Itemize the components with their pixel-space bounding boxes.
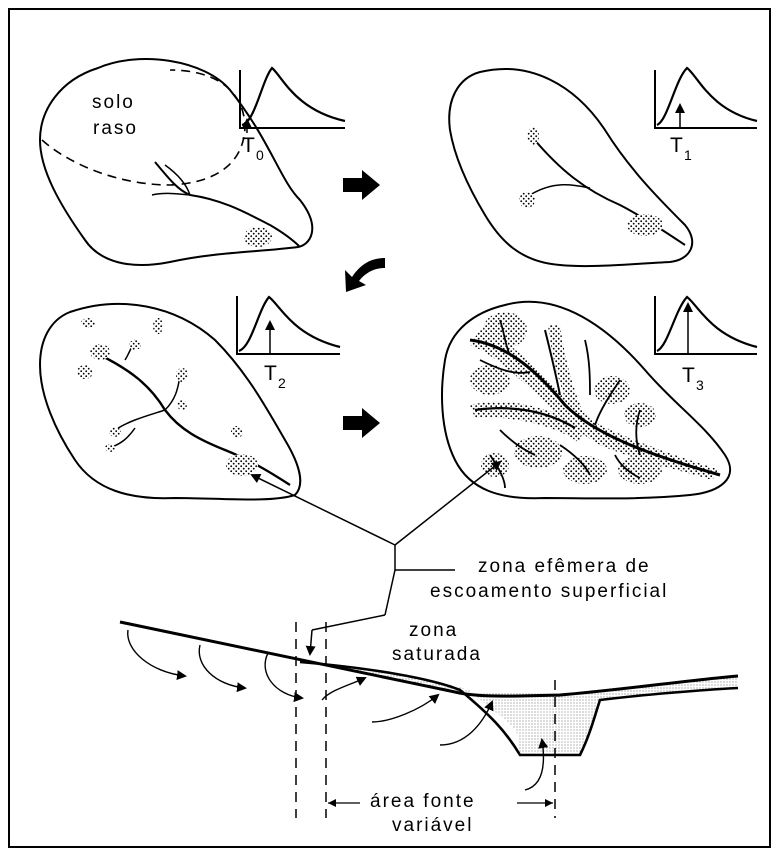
t1-subscript: 1	[684, 147, 692, 163]
t3-label: T	[682, 364, 695, 387]
solo-label: solo	[92, 92, 135, 113]
t0-subscript: 0	[256, 147, 264, 163]
ephemeral-zone-label-1: zona efêmera de	[478, 556, 651, 577]
catchment-t3	[442, 302, 730, 499]
saturated-zone-label-1: zona	[409, 620, 458, 641]
t0-label: T	[242, 134, 255, 157]
t2-subscript: 2	[278, 375, 286, 391]
source-area	[226, 454, 258, 476]
arrow-t0-t1	[343, 170, 380, 200]
t3-subscript: 3	[696, 377, 704, 393]
t1-label: T	[670, 134, 683, 157]
variable-source-label-1: área fonte	[370, 791, 476, 812]
source-area	[244, 227, 272, 247]
saturated-zone-label-2: saturada	[392, 644, 482, 665]
source-area	[627, 214, 663, 236]
arrow-t2-t3	[343, 408, 380, 438]
catchment-t2	[40, 304, 300, 500]
t2-label: T	[264, 362, 277, 385]
raso-label-text: raso	[93, 118, 138, 139]
ephemeral-zone-label-2: escoamento superficial	[430, 581, 668, 602]
variable-source-label-2: variável	[392, 815, 473, 836]
hydrograph-t1: T 1	[655, 68, 757, 163]
hydrograph-t2: T 2	[237, 296, 340, 391]
hydrograph-t0: T 0	[240, 68, 345, 163]
hydrograph-t3: T 3	[655, 296, 757, 393]
arrow-t1-t2	[345, 258, 385, 292]
catchment-t0: solo	[40, 59, 312, 265]
